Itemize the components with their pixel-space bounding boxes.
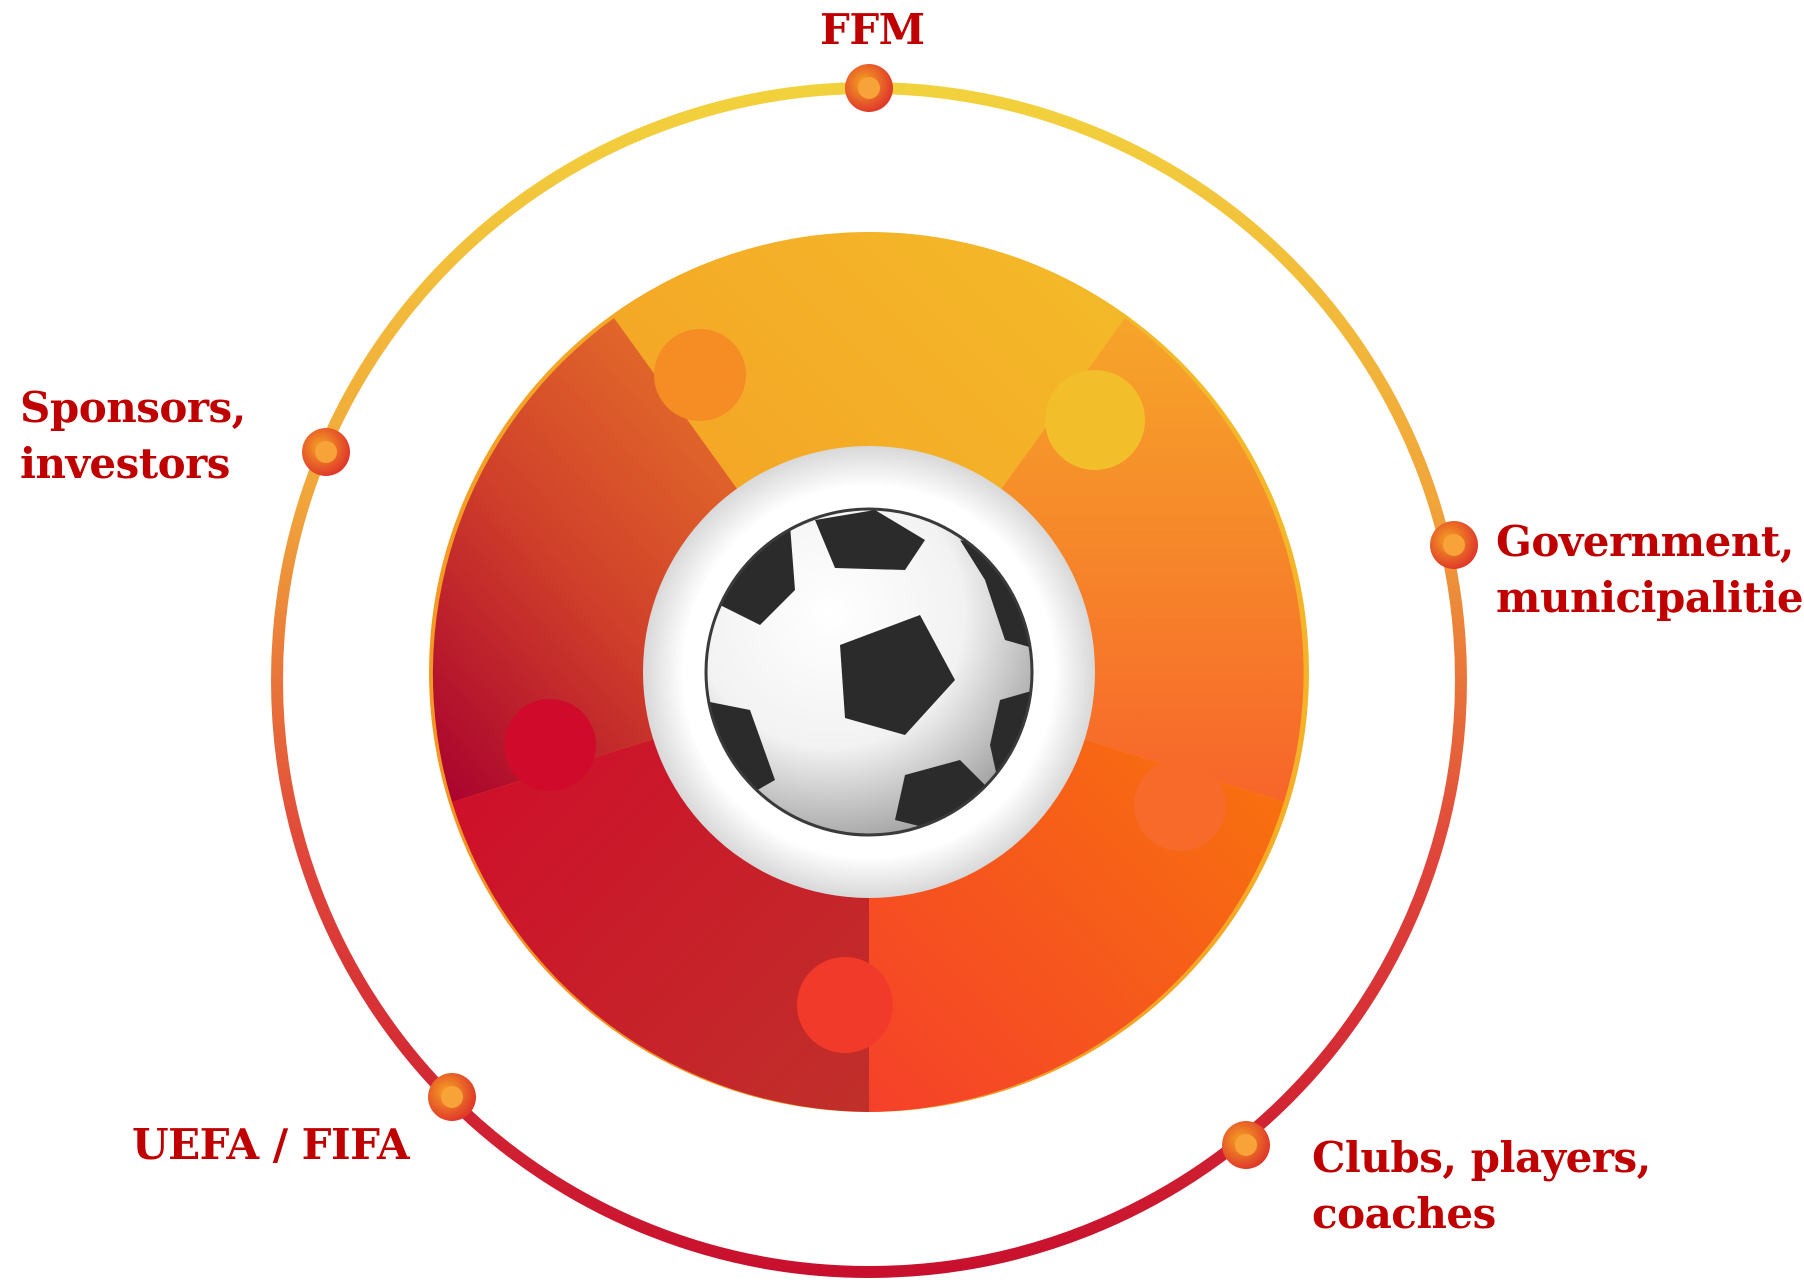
- soccer-ball-icon: [704, 507, 1034, 837]
- label-sponsors-line-1: Sponsors,: [20, 383, 246, 432]
- label-clubs-line-1: Clubs, players,: [1312, 1133, 1651, 1182]
- label-clubs-line-2: coaches: [1312, 1189, 1496, 1238]
- label-government-municipalities: Government, municipalities: [1496, 514, 1804, 626]
- label-uefa-fifa: UEFA / FIFA: [132, 1117, 410, 1173]
- label-ffm: FFM: [820, 2, 925, 58]
- ring-node-clubs: [1222, 1121, 1270, 1169]
- label-clubs-players-coaches: Clubs, players, coaches: [1312, 1130, 1651, 1242]
- label-sponsors-investors: Sponsors, investors: [20, 380, 246, 492]
- label-sponsors-line-2: investors: [20, 439, 230, 488]
- label-uefa-line-1: UEFA / FIFA: [132, 1120, 410, 1169]
- ring-node-uefa: [428, 1073, 476, 1121]
- label-government-line-2: municipalities: [1496, 573, 1804, 622]
- ring-node-government: [1430, 521, 1478, 569]
- ring-node-sponsors: [302, 428, 350, 476]
- ring-node-ffm: [845, 64, 893, 112]
- label-government-line-1: Government,: [1496, 517, 1794, 566]
- label-ffm-line-1: FFM: [820, 5, 925, 54]
